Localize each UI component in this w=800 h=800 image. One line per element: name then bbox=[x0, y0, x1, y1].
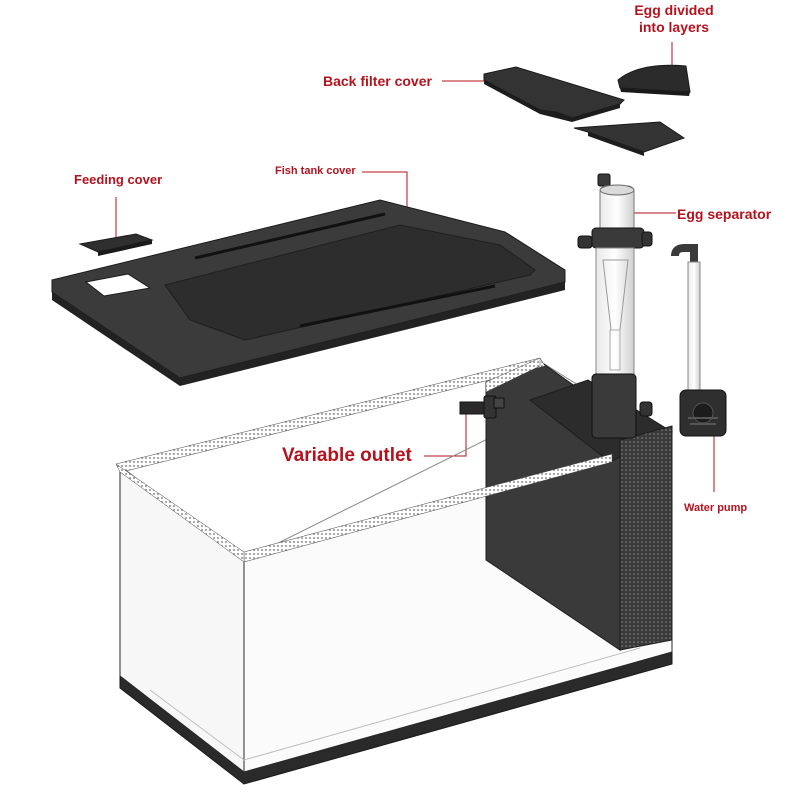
leader-fish-tank-cover bbox=[362, 171, 408, 214]
label-egg-divided: Egg divided into layers bbox=[634, 2, 714, 35]
label-egg-separator: Egg separator bbox=[677, 206, 772, 222]
aquarium-tank bbox=[115, 357, 674, 785]
label-water-pump: Water pump bbox=[684, 502, 748, 514]
label-fish-tank-cover: Fish tank cover bbox=[275, 165, 356, 177]
egg-separator bbox=[577, 173, 653, 439]
back-filter-cover bbox=[483, 66, 686, 156]
water-pump bbox=[671, 244, 727, 437]
label-feeding-cover: Feeding cover bbox=[74, 172, 163, 187]
variable-outlet bbox=[459, 395, 505, 419]
fish-tank-cover bbox=[51, 199, 566, 386]
label-back-filter-cover: Back filter cover bbox=[323, 73, 432, 89]
egg-divided-plate bbox=[617, 64, 691, 96]
feeding-cover bbox=[78, 233, 154, 256]
label-variable-outlet: Variable outlet bbox=[282, 445, 412, 466]
leader-variable-outlet bbox=[424, 414, 467, 457]
